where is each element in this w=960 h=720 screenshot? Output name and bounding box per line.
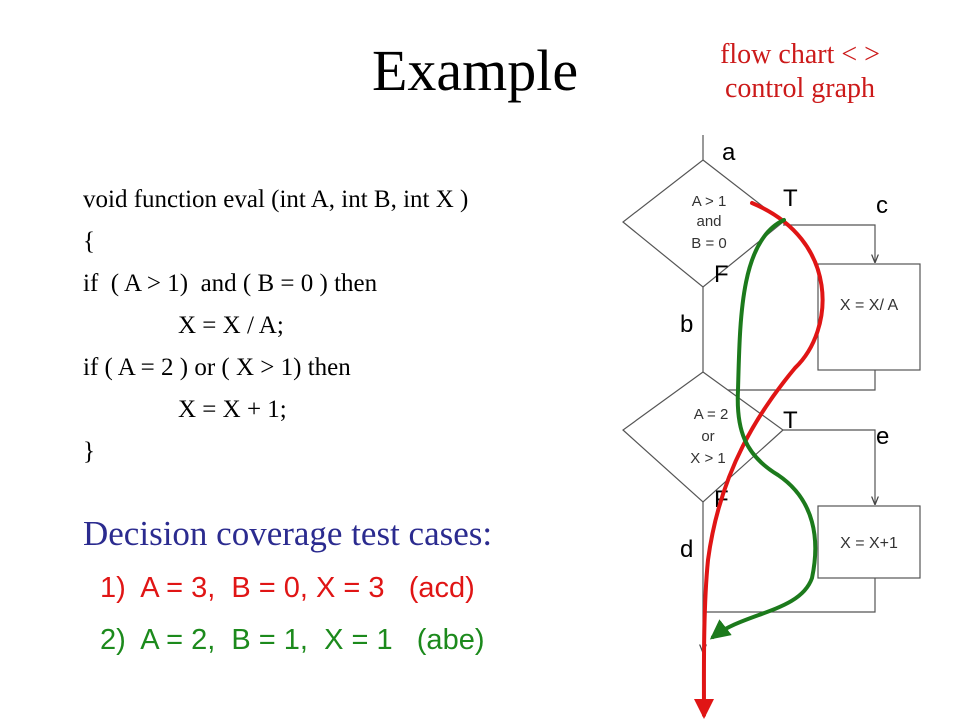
- decision-2-line-2: or: [701, 428, 714, 445]
- decision-1-diamond: [622, 159, 784, 288]
- edge-c-return: [703, 370, 876, 391]
- edge-label-c: c: [876, 192, 888, 219]
- test-case-2: 2) A = 2, B = 1, X = 1 (abe): [100, 624, 485, 656]
- code-line-signature: void function eval (int A, int B, int X …: [83, 186, 469, 213]
- code-line-assign-2: X = X + 1;: [178, 396, 287, 423]
- true-label-1: T: [783, 185, 798, 212]
- test-case-1: 1) A = 3, B = 0, X = 3 (acd): [100, 572, 475, 604]
- edge-label-a: a: [722, 139, 736, 166]
- false-label-1: F: [714, 261, 729, 288]
- flowchart-note: flow chart < > control graph: [690, 38, 910, 105]
- code-line-if-2: if ( A = 2 ) or ( X > 1) then: [83, 354, 351, 381]
- true-label-2: T: [783, 407, 798, 434]
- code-block: void function eval (int A, int B, int X …: [83, 186, 468, 480]
- process-1-label: X = X/ A: [840, 297, 899, 314]
- slide-title: Example: [372, 38, 579, 103]
- note-line-1: flow chart < >: [720, 39, 880, 70]
- edge-label-b: b: [680, 311, 693, 338]
- code-line-open-brace: {: [83, 228, 95, 255]
- process-2-box: [817, 505, 921, 579]
- decision-2-line-1: A = 2: [694, 406, 729, 423]
- edge-e-return: [703, 578, 876, 613]
- code-line-close-brace: }: [83, 438, 95, 465]
- test-path-green: [709, 218, 818, 640]
- edge-c: [783, 224, 875, 262]
- edge-label-d: d: [680, 536, 693, 563]
- control-flow-diagram: A > 1 and B = 0 A = 2 or X > 1 X = X/ A …: [622, 135, 921, 719]
- decision-1-line-2: and: [696, 213, 721, 230]
- decision-2-diamond: [622, 371, 784, 503]
- process-2-label: X = X+1: [840, 535, 898, 552]
- edge-label-e: e: [876, 423, 889, 450]
- code-line-assign-1: X = X / A;: [178, 312, 284, 339]
- edge-e: [783, 429, 875, 504]
- code-line-if-1: if ( A > 1) and ( B = 0 ) then: [83, 270, 378, 297]
- process-1-box: [817, 263, 921, 371]
- test-path-red: [693, 201, 825, 719]
- decision-2-line-3: X > 1: [690, 450, 725, 467]
- coverage-heading: Decision coverage test cases:: [83, 514, 493, 553]
- flow-edges: [703, 135, 875, 652]
- decision-1-line-1: A > 1: [692, 193, 727, 210]
- note-line-2: control graph: [724, 72, 876, 104]
- decision-1-line-3: B = 0: [691, 235, 726, 252]
